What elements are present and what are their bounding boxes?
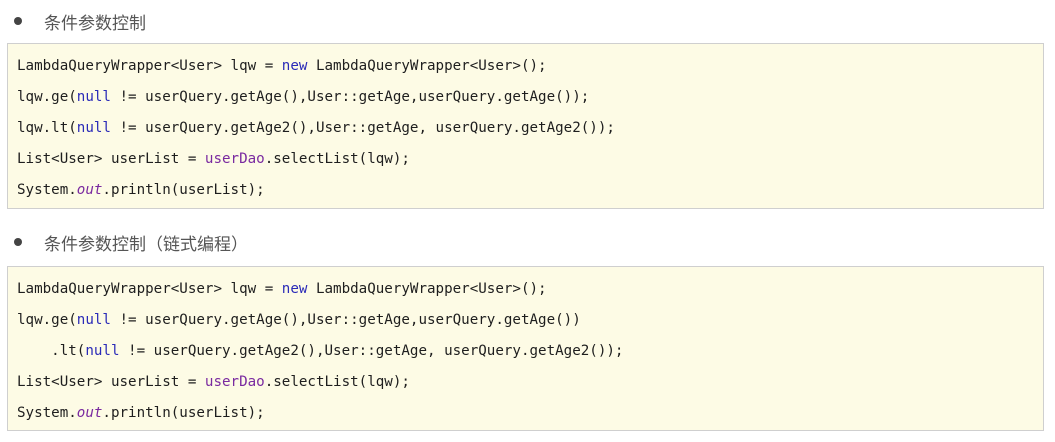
code-block: LambdaQueryWrapper<User> lqw = new Lambd… [7,266,1044,431]
code-token: null [76,89,111,105]
code-line: lqw.ge(null != userQuery.getAge(),User::… [8,305,1043,336]
code-token: lqw.ge( [17,89,77,105]
code-line: System.out.println(userList); [8,175,1043,206]
code-token: System. [17,405,77,421]
code-token: lqw.ge( [17,312,77,328]
code-line: LambdaQueryWrapper<User> lqw = new Lambd… [8,51,1043,82]
code-token: .selectList(lqw); [264,151,410,167]
code-token: LambdaQueryWrapper<User>(); [307,58,547,74]
section-title-1: 条件参数控制 [14,6,146,36]
code-token: out [76,182,103,198]
bullet-icon [14,238,22,246]
code-token: != userQuery.getAge2(),User::getAge, use… [119,343,624,359]
code-token: out [76,405,103,421]
code-token: != userQuery.getAge2(),User::getAge, use… [110,120,615,136]
section-title-text: 条件参数控制（链式编程） [44,234,248,255]
code-token: List<User> userList = [17,151,205,167]
code-token: new [281,281,308,297]
code-token: LambdaQueryWrapper<User> lqw = [17,281,282,297]
code-token: null [76,312,111,328]
code-token: List<User> userList = [17,374,205,390]
code-token: lqw.lt( [17,120,77,136]
code-token: userDao [204,151,265,167]
code-token: != userQuery.getAge(),User::getAge,userQ… [110,89,590,105]
code-token: .lt( [17,343,86,359]
code-line: .lt(null != userQuery.getAge2(),User::ge… [8,336,1043,367]
code-token: .println(userList); [102,405,265,421]
code-line: List<User> userList = userDao.selectList… [8,367,1043,398]
code-line: System.out.println(userList); [8,398,1043,429]
bullet-icon [14,17,22,25]
code-token: null [85,343,120,359]
section-title-2: 条件参数控制（链式编程） [14,227,248,257]
code-block: LambdaQueryWrapper<User> lqw = new Lambd… [7,43,1044,209]
code-token: != userQuery.getAge(),User::getAge,userQ… [110,312,581,328]
code-token: LambdaQueryWrapper<User>(); [307,281,547,297]
code-token: null [76,120,111,136]
code-token: userDao [204,374,265,390]
code-line: lqw.ge(null != userQuery.getAge(),User::… [8,82,1043,113]
code-line: List<User> userList = userDao.selectList… [8,144,1043,175]
code-token: System. [17,182,77,198]
code-token: .println(userList); [102,182,265,198]
code-token: .selectList(lqw); [264,374,410,390]
code-line: lqw.lt(null != userQuery.getAge2(),User:… [8,113,1043,144]
section-title-text: 条件参数控制 [44,13,146,34]
code-token: LambdaQueryWrapper<User> lqw = [17,58,282,74]
code-token: new [281,58,308,74]
code-line: LambdaQueryWrapper<User> lqw = new Lambd… [8,274,1043,305]
